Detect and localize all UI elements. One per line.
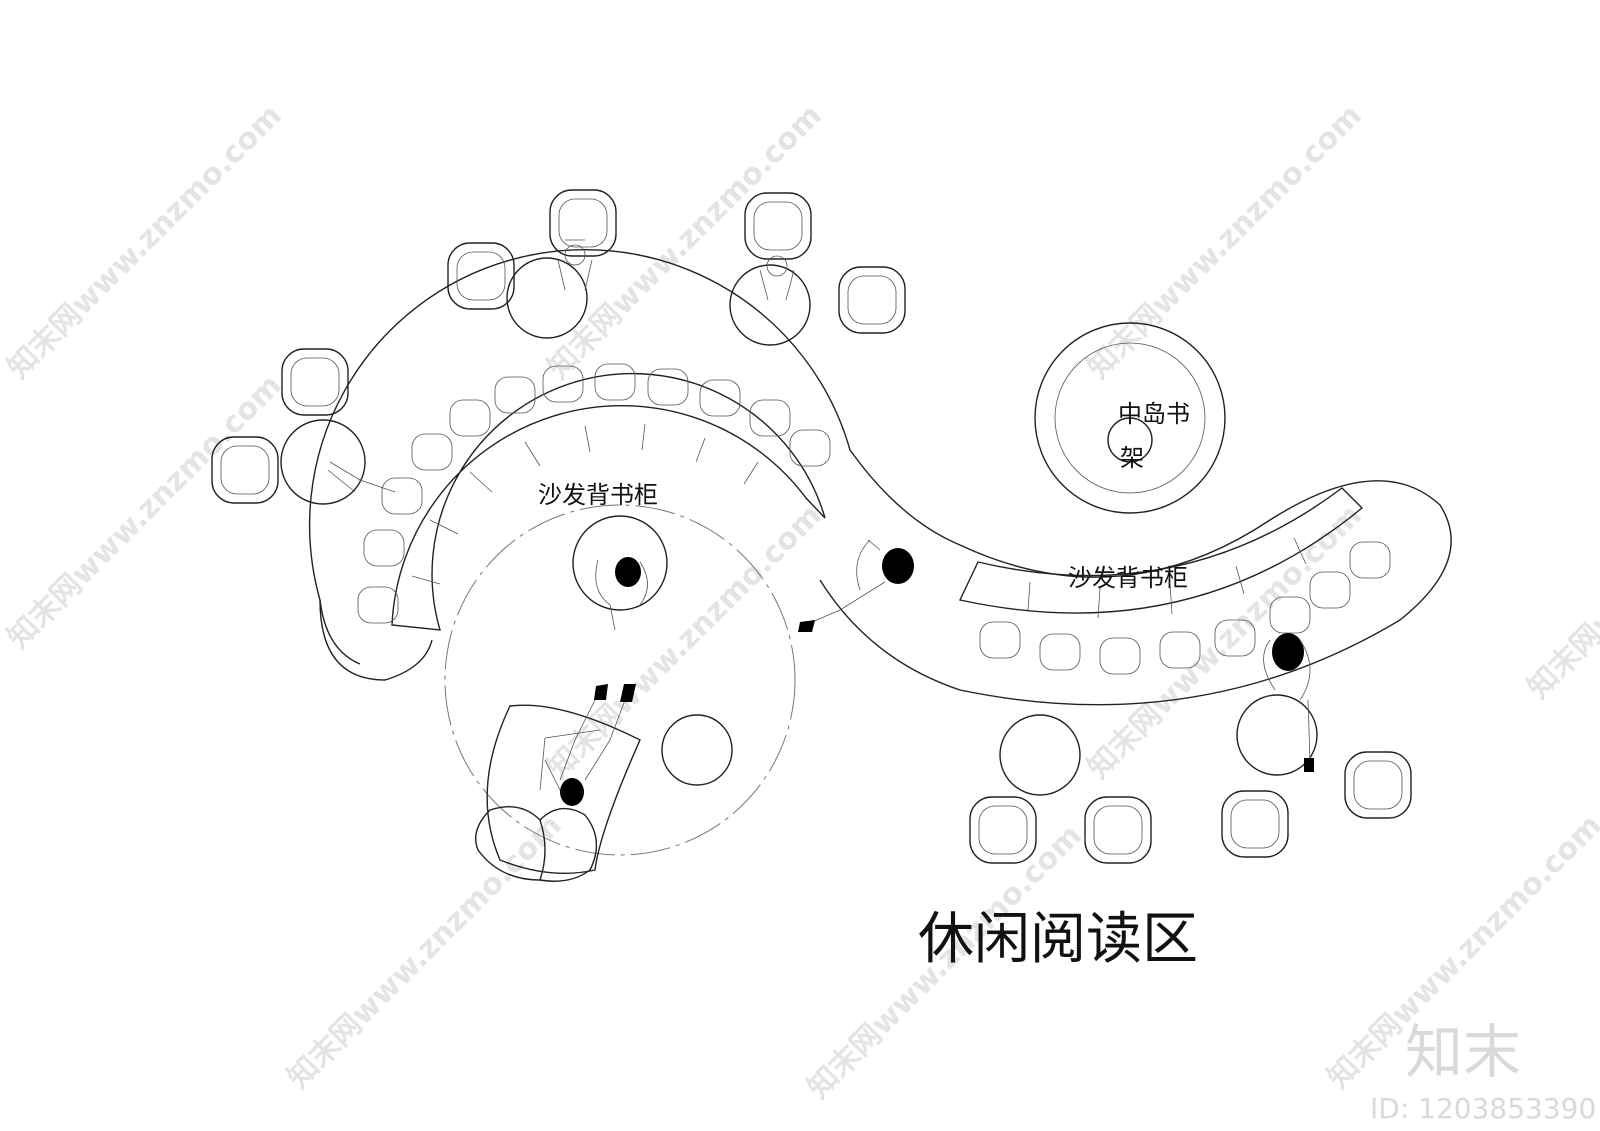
sofa-cushion (789, 429, 831, 467)
sofa-cushion (357, 586, 399, 624)
round-tables (280, 257, 1318, 796)
sofa-cushion (1214, 619, 1256, 657)
person-icon (327, 461, 396, 493)
watermark-text: 知末网www.znzmo.com (1, 368, 289, 656)
armchair-icon (549, 189, 617, 257)
reading-area-circle (444, 504, 796, 856)
watermark-text: 知末网www.znzmo.com (1081, 498, 1369, 786)
lounge-sofa (475, 704, 641, 882)
armchair-icon (211, 436, 279, 504)
sofa-cushion (1159, 631, 1201, 669)
sofa-cushion (1039, 633, 1081, 671)
people (327, 239, 1314, 806)
sofa-cushion (1269, 596, 1311, 634)
watermark-text: 知末网www.znzmo.com (1521, 418, 1600, 706)
sofa-cushion (363, 529, 405, 567)
round-table-icon (661, 714, 733, 786)
sofa-shelf-right-label: 沙发背书柜 (1068, 564, 1188, 592)
island-shelf-label-line2: 架 (1120, 444, 1144, 472)
watermark-text: 知末网www.znzmo.com (281, 808, 569, 1096)
sofa-cushion (979, 621, 1021, 659)
round-table-icon (1236, 694, 1318, 776)
person-icon (595, 557, 648, 631)
sofa-cushion (749, 399, 791, 437)
island-bookshelf (1034, 322, 1226, 514)
sofa-cushion (1349, 541, 1391, 579)
sofa-cushion (449, 399, 491, 437)
sofa-cushion (594, 363, 636, 401)
sofa-cushion (542, 365, 584, 403)
sofa-cushion (411, 433, 453, 471)
round-table-icon (729, 264, 811, 346)
person-icon (544, 684, 636, 806)
sofa-cushion (381, 477, 423, 515)
sofa-shelf-left-label: 沙发背书柜 (538, 481, 658, 509)
round-table-icon (506, 257, 588, 339)
sofa-cushion (647, 368, 689, 406)
round-table-icon (572, 515, 668, 611)
sofa-cushion (1309, 571, 1351, 609)
armchair-icon (1344, 751, 1412, 819)
armchair-icon (1221, 790, 1289, 858)
brand-logo: 知末 (1405, 1018, 1521, 1086)
image-id: ID: 1203853390 (1370, 1092, 1596, 1125)
bookshelf-right (958, 487, 1364, 619)
armchair-icon (1084, 796, 1152, 864)
armchairs (211, 189, 1412, 864)
sofa-cushion (1099, 637, 1141, 675)
person-icon (759, 255, 795, 301)
armchair-icon (447, 242, 515, 310)
armchair-icon (838, 266, 906, 334)
watermark-text: 知末网www.znzmo.com (1, 98, 289, 386)
watermark-text: 知末网www.znzmo.com (1081, 98, 1369, 386)
round-table-icon (999, 714, 1081, 796)
bookshelf-left (391, 372, 826, 631)
person-icon (557, 239, 593, 291)
watermark-text: 知末网www.znzmo.com (541, 498, 829, 786)
plan-title: 休闲阅读区 (918, 907, 1198, 972)
sofa-cushions (357, 363, 1391, 675)
sofa-cushion (699, 379, 741, 417)
round-table-icon (280, 419, 366, 505)
person-icon (798, 539, 914, 632)
person-icon (1263, 633, 1314, 772)
armchair-icon (744, 192, 812, 260)
sofa-cushion (494, 376, 536, 414)
armchair-icon (969, 796, 1037, 864)
island-shelf-label-line1: 中岛书 (1118, 400, 1190, 428)
armchair-icon (281, 348, 349, 416)
